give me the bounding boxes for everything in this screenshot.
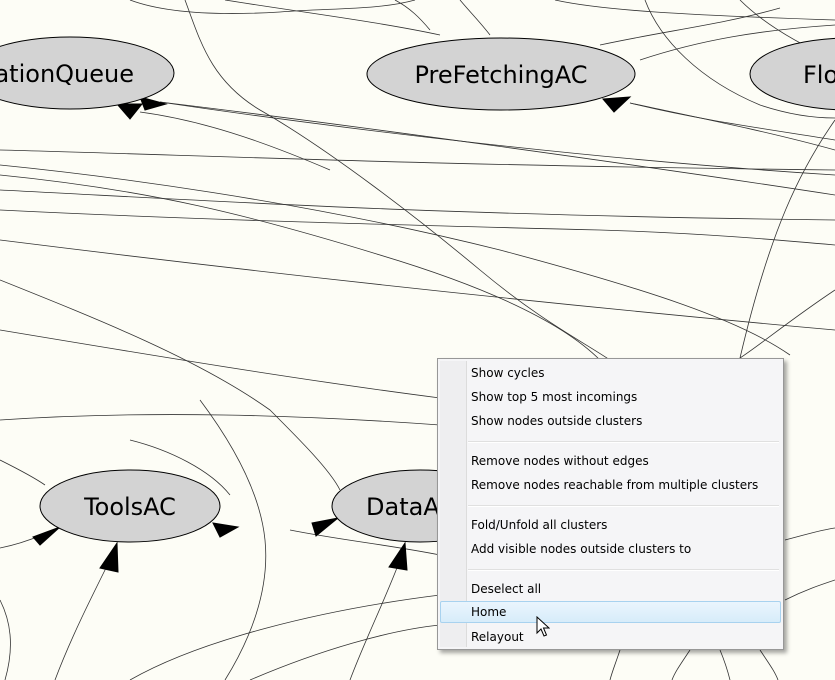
menu-item-fold-unfold-all-clusters[interactable]: Fold/Unfold all clusters: [440, 514, 781, 536]
graph-edge: [249, 624, 441, 680]
menu-item-add-visible-nodes-outside-clusters[interactable]: Add visible nodes outside clusters to: [440, 538, 781, 560]
menu-item-label: Fold/Unfold all clusters: [471, 518, 608, 532]
edge-arrowhead: [99, 541, 119, 573]
graph-edge: [129, 0, 416, 14]
graph-edge: [0, 599, 11, 680]
graph-node[interactable]: Flo: [749, 37, 835, 111]
menu-item-label: Show nodes outside clusters: [471, 414, 643, 428]
menu-item-home[interactable]: Home: [440, 601, 781, 623]
graph-edge: [289, 529, 441, 556]
edge-arrowhead: [139, 96, 168, 111]
graph-edge: [639, 24, 835, 61]
graph-node[interactable]: ationQueue: [0, 36, 175, 110]
graph-node-label: ationQueue: [0, 60, 134, 88]
graph-node-shape: [39, 469, 221, 543]
menu-separator: [468, 569, 779, 571]
graph-edge: [129, 594, 441, 680]
menu-item-show-cycles[interactable]: Show cycles: [440, 362, 781, 384]
menu-separator: [468, 441, 779, 443]
graph-edge: [0, 414, 441, 426]
graph-edge: [784, 579, 835, 601]
graph-edge: [54, 559, 111, 680]
menu-item-show-top-5-most-incomings[interactable]: Show top 5 most incomings: [440, 386, 781, 408]
graph-edge: [0, 189, 835, 221]
menu-item-label: Remove nodes reachable from multiple clu…: [471, 478, 759, 492]
graph-node-label: ToolsAC: [83, 493, 176, 521]
edge-arrowhead: [212, 522, 240, 538]
menu-item-remove-nodes-reachable-from-multiple-clusters[interactable]: Remove nodes reachable from multiple clu…: [440, 474, 781, 496]
menu-item-label: Home: [471, 605, 507, 619]
edge-arrowhead: [32, 526, 61, 546]
graph-edge: [459, 0, 491, 36]
graph-node[interactable]: ToolsAC: [39, 469, 221, 543]
graph-edge: [0, 149, 835, 171]
graph-edge: [599, 7, 781, 46]
menu-item-relayout[interactable]: Relayout: [440, 626, 781, 648]
edge-arrowhead: [388, 541, 408, 571]
edge-arrowhead: [115, 103, 144, 120]
graph-node-label: PreFetchingAC: [414, 61, 587, 89]
graph-edge: [629, 102, 835, 141]
graph-node-shape: [749, 37, 835, 111]
menu-item-label: Relayout: [471, 630, 524, 644]
graph-edge: [159, 101, 835, 196]
graph-edge: [224, 0, 441, 36]
graph-edge: [349, 559, 401, 680]
graph-edge: [759, 649, 779, 680]
graph-edge: [0, 164, 791, 356]
menu-icon-gutter: [440, 361, 467, 647]
graph-edge: [644, 0, 835, 119]
graph-edge: [0, 174, 601, 361]
graph-edge: [671, 649, 691, 680]
edge-arrowhead: [311, 517, 339, 537]
graph-edge: [129, 439, 231, 496]
menu-separator: [468, 505, 779, 507]
context-menu: Show cycles Show top 5 most incomings Sh…: [437, 358, 784, 650]
graph-edge: [0, 239, 835, 331]
menu-item-deselect-all[interactable]: Deselect all: [440, 578, 781, 600]
graph-node-shape: [366, 37, 636, 111]
graph-node-label: Flo: [803, 61, 835, 89]
graph-edge: [184, 0, 611, 361]
graph-node-label: DataA: [366, 493, 440, 521]
graph-edge: [719, 649, 731, 680]
menu-item-label: Show top 5 most incomings: [471, 390, 638, 404]
graph-arrowheads: [32, 96, 632, 573]
graph-edge: [554, 0, 835, 21]
graph-edge: [784, 527, 835, 541]
menu-item-label: Remove nodes without edges: [471, 454, 649, 468]
graph-edge: [0, 279, 341, 491]
graph-edge: [159, 101, 835, 176]
menu-item-show-nodes-outside-clusters[interactable]: Show nodes outside clusters: [440, 410, 781, 432]
menu-item-label: Show cycles: [471, 366, 545, 380]
graph-edge: [0, 329, 441, 399]
graph-edge: [609, 649, 621, 680]
graph-edge: [0, 209, 835, 246]
menu-item-label: Add visible nodes outside clusters to: [471, 542, 692, 556]
menu-item-remove-nodes-without-edges[interactable]: Remove nodes without edges: [440, 450, 781, 472]
graph-edge: [199, 399, 267, 680]
graph-node-shape: [0, 36, 175, 110]
graph-node[interactable]: PreFetchingAC: [366, 37, 636, 111]
edge-arrowhead: [601, 96, 632, 113]
graph-edge: [0, 459, 46, 486]
arrow-pointer-icon: [536, 616, 550, 637]
graph-edge: [139, 111, 331, 171]
menu-item-label: Deselect all: [471, 582, 542, 596]
graph-edge: [739, 289, 835, 359]
graph-edge: [394, 0, 431, 31]
graph-edge: [739, 119, 835, 359]
graph-edge: [629, 102, 835, 151]
